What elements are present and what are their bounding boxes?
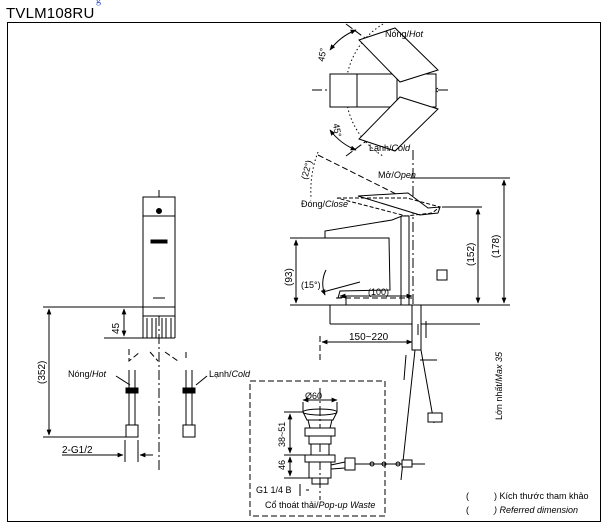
popup-waste — [249, 380, 425, 517]
popup-range: 38~51 — [277, 422, 287, 447]
top-link-fragment[interactable]: g — [96, 0, 101, 6]
close-label: Đóng/Close — [301, 199, 348, 209]
front-hot-label: Nóng/Hot — [68, 369, 107, 379]
popup-46: 46 — [277, 460, 287, 470]
popup-caption: Cổ thoát thải/Pop-up Waste — [265, 500, 375, 510]
top-hot-angle: 45° — [316, 47, 328, 63]
dim-152: (152) — [466, 243, 477, 266]
side-view — [290, 150, 510, 481]
front-view — [43, 190, 208, 470]
legend-paren-1: ( — [466, 491, 469, 501]
dim-352: (352) — [37, 361, 48, 384]
dim-150-220: 150~220 — [349, 332, 389, 343]
front-cold-label: Lạnh/Cold — [209, 369, 251, 379]
top-cold-angle: 45° — [331, 123, 343, 139]
legend-paren-2: ( — [466, 505, 469, 515]
dim-100: (100) — [368, 287, 389, 297]
thread-g1-2: 2-G1/2 — [62, 445, 93, 456]
max-thickness: Lớn nhất/Max 35 — [494, 351, 504, 420]
legend-ref-en: ) Referred dimension — [493, 505, 578, 515]
dim-178: (178) — [491, 235, 502, 258]
top-cold-label: Lạnh/Cold — [369, 143, 411, 153]
dim-15-degree: (15°) — [301, 280, 321, 290]
popup-thread: G1 1/4 B — [256, 485, 292, 495]
legend-ref-vi: ) Kích thước tham khảo — [494, 491, 588, 501]
drawing-frame — [7, 22, 601, 522]
top-view — [312, 23, 448, 157]
open-angle: (22°) — [299, 159, 314, 181]
popup-diameter: Ø60 — [305, 391, 322, 401]
model-number: TVLM108RU — [6, 5, 95, 22]
top-hot-label: Nóng/Hot — [385, 29, 424, 39]
dim-93: (93) — [284, 268, 295, 286]
open-label: Mở/Open — [378, 170, 416, 180]
dim-45: 45 — [111, 322, 122, 334]
